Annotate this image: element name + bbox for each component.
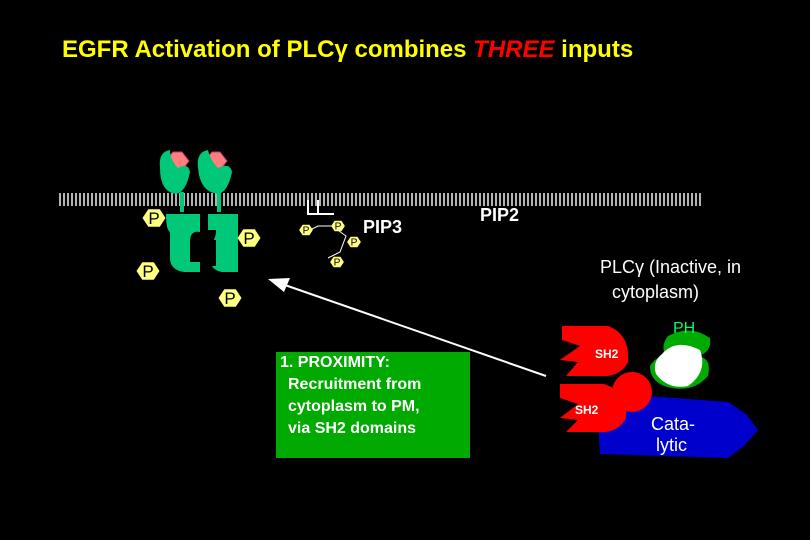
phospho-label: P [224,289,235,308]
pip3-phospho-3: P [347,236,361,249]
proximity-note: 1. PROXIMITY: Recruitment from cytoplasm… [276,352,470,458]
title-emphasis: THREE [473,36,555,63]
note-line3: cytoplasm to PM, [288,398,420,415]
egfr-receptor-left [159,150,200,272]
plc-gamma-protein [560,326,758,458]
sh2-domain-bottom [560,384,627,433]
linker-domain [612,372,652,412]
pip3-phospho-4: P [330,256,344,269]
plasma-membrane [59,193,701,206]
pip3-label: PIP3 [363,217,403,237]
catalytic-label-line1: Cata- [651,414,696,434]
ph-domain-core [654,344,703,387]
phospho-hexagon [136,262,160,280]
phospho-hexagon [218,289,242,307]
phospho-label: P [334,258,341,269]
title-prefix: EGFR Activation of PLCγ combines [62,36,474,63]
sh2-bottom-label: SH2 [575,403,599,417]
pip3-phospho-1: P [299,224,313,237]
title-suffix: inputs [554,36,634,63]
phospho-label: P [148,209,159,228]
pip3-molecule [307,200,334,215]
phospho-hexagon [237,229,261,247]
egfr-receptor-right [197,150,238,272]
phospho-label: P [335,222,342,233]
phospho-hexagon [331,220,345,232]
receptor-left-phospho-1: P [142,209,166,228]
slide-title: EGFR Activation of PLCγ combines THREE i… [62,36,633,64]
phospho-label: P [243,229,254,248]
receptor-right-phospho-2: P [218,289,242,308]
note-line2: Recruitment from [288,376,422,393]
ph-label: PH [673,320,696,337]
plc-state-line1: PLCγ (Inactive, in [600,257,742,277]
phospho-hexagon [299,224,313,236]
recruitment-arrow [268,278,547,377]
phospho-label: P [351,238,358,249]
plc-state-line2: cytoplasm) [612,282,700,302]
receptor-right-phospho-1: P [237,229,261,248]
sh2-top-label: SH2 [595,347,619,361]
phospho-hexagon [142,209,166,227]
note-line4: via SH2 domains [288,420,417,437]
pip3-phospho-2: P [331,220,345,233]
receptor-left-phospho-2: P [136,262,160,281]
note-line1: 1. PROXIMITY: [280,354,390,371]
phospho-label: P [303,226,310,237]
catalytic-label-line2: lytic [656,435,687,455]
sh2-domain-top [560,326,629,377]
phospho-hexagon [330,256,344,268]
phospho-label: P [142,262,153,281]
phospho-hexagon [347,236,361,248]
pip2-label: PIP2 [480,205,520,225]
